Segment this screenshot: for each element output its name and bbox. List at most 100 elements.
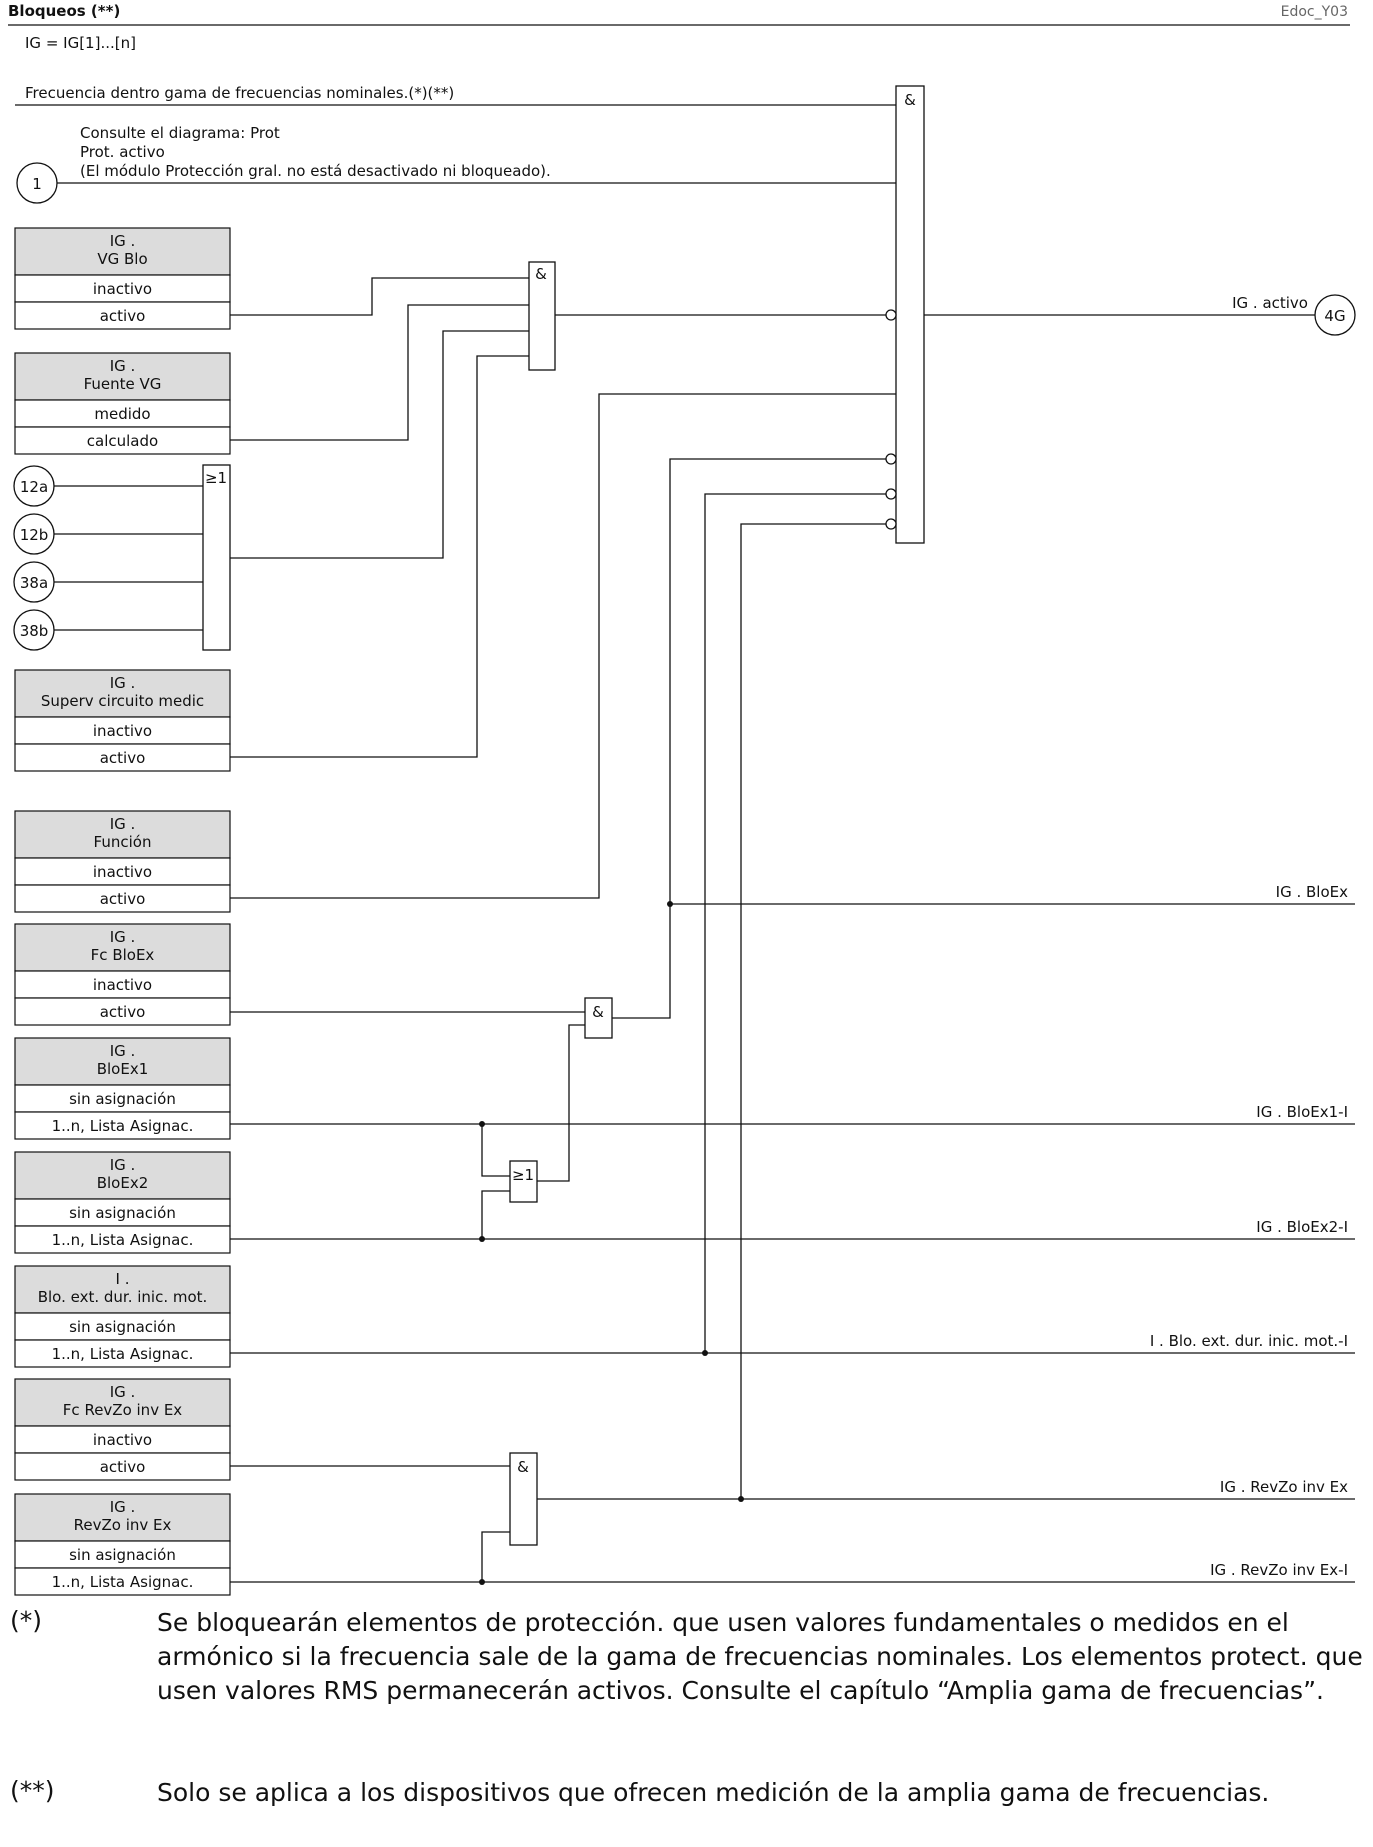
param-option-cell — [14, 274, 231, 303]
subtitle: IG = IG[1]...[n] — [25, 34, 136, 52]
output-ig-revzo: IG . RevZo inv Ex — [1220, 1478, 1348, 1496]
param-box-header — [14, 923, 231, 972]
and-gate-1-symbol: & — [535, 265, 547, 283]
param-option-label: inactivo — [93, 863, 152, 881]
param-option-label: activo — [100, 749, 146, 767]
junction-dot — [479, 1236, 485, 1242]
param-option-cell — [14, 1567, 231, 1596]
main-and-symbol: & — [904, 91, 916, 109]
param-option-cell — [14, 1198, 231, 1227]
param-option-label: inactivo — [93, 280, 152, 298]
output-ig-activo: IG . activo — [1232, 294, 1308, 312]
param-box-title: Superv circuito medic — [41, 692, 204, 710]
param-box-title: Fuente VG — [84, 375, 162, 393]
connector-1-label: 1 — [32, 175, 42, 193]
param-box-group: IG . — [110, 1498, 136, 1516]
negation-bubble — [885, 309, 897, 321]
main-and-gate — [895, 85, 925, 544]
param-option-label: activo — [100, 1003, 146, 1021]
and-gate-3-symbol: & — [517, 1458, 529, 1476]
output-ig-bloex: IG . BloEx — [1276, 883, 1348, 901]
junction-dot — [667, 901, 673, 907]
param-option-label: inactivo — [93, 722, 152, 740]
param-box-group: IG . — [110, 1383, 136, 1401]
junction-dot — [738, 1496, 744, 1502]
param-option-label: medido — [94, 405, 150, 423]
param-option-cell — [14, 716, 231, 745]
param-box-title: RevZo inv Ex — [74, 1516, 172, 1534]
param-option-label: activo — [100, 1458, 146, 1476]
and-gate-3 — [509, 1452, 538, 1546]
param-box-header — [14, 669, 231, 718]
or-gate-1-symbol: ≥1 — [205, 469, 227, 487]
param-box-title: Blo. ext. dur. inic. mot. — [38, 1288, 208, 1306]
param-box-title: BloEx2 — [97, 1174, 149, 1192]
param-option-cell — [14, 884, 231, 913]
footnote-2-mark: (**) — [10, 1776, 55, 1805]
footnote-1-text: Se bloquearán elementos de protección. q… — [157, 1608, 1363, 1705]
param-box-group: IG . — [110, 1156, 136, 1174]
and-gate-1 — [528, 261, 556, 371]
param-option-label: sin asignación — [69, 1204, 176, 1222]
junction-dot — [702, 1350, 708, 1356]
footnote-1-mark: (*) — [10, 1606, 43, 1635]
or-gate-2 — [509, 1160, 538, 1203]
diagram-title: Bloqueos (**) — [8, 2, 120, 20]
param-box-header — [14, 1378, 231, 1427]
or-gate-1 — [202, 464, 231, 651]
param-box-header — [14, 1265, 231, 1314]
param-option-label: 1..n, Lista Asignac. — [52, 1117, 194, 1135]
negation-bubble — [885, 453, 897, 465]
output-ig-bloex2-i: IG . BloEx2-I — [1256, 1218, 1348, 1236]
param-box-group: IG . — [110, 928, 136, 946]
param-option-label: activo — [100, 307, 146, 325]
param-option-label: inactivo — [93, 976, 152, 994]
output-ig-bloex1-i: IG . BloEx1-I — [1256, 1103, 1348, 1121]
and-gate-2 — [584, 997, 613, 1039]
junction-dot — [479, 1121, 485, 1127]
or-gate-2-symbol: ≥1 — [512, 1166, 534, 1184]
param-box-title: Fc RevZo inv Ex — [63, 1401, 183, 1419]
param-option-label: inactivo — [93, 1431, 152, 1449]
junction-dot — [479, 1579, 485, 1585]
param-box-title: BloEx1 — [97, 1060, 149, 1078]
param-option-cell — [14, 1312, 231, 1341]
param-option-cell — [14, 1084, 231, 1113]
param-box-header — [14, 1493, 231, 1542]
param-box-group: IG . — [110, 1042, 136, 1060]
prot-label-3: (El módulo Protección gral. no está desa… — [80, 162, 551, 180]
param-option-label: calculado — [87, 432, 158, 450]
param-box-group: I . — [116, 1270, 130, 1288]
connector-12b-label: 12b — [20, 526, 49, 544]
param-box-group: IG . — [110, 357, 136, 375]
negation-bubble — [885, 488, 897, 500]
param-option-cell — [14, 399, 231, 428]
param-option-cell — [14, 1425, 231, 1454]
output-ig-revzo-i: IG . RevZo inv Ex-I — [1210, 1561, 1348, 1579]
param-option-label: sin asignación — [69, 1090, 176, 1108]
wires — [54, 277, 1355, 1583]
param-option-label: 1..n, Lista Asignac. — [52, 1345, 194, 1363]
footnote-2-text: Solo se aplica a los dispositivos que of… — [157, 1778, 1270, 1807]
connector-4g-label: 4G — [1324, 307, 1345, 325]
prot-label-2: Prot. activo — [80, 143, 165, 161]
param-option-label: activo — [100, 890, 146, 908]
param-box-title: Fc BloEx — [91, 946, 155, 964]
freq-input-label: Frecuencia dentro gama de frecuencias no… — [25, 84, 454, 102]
connector-38b-label: 38b — [20, 622, 49, 640]
param-box-title: Función — [94, 833, 152, 851]
param-option-label: 1..n, Lista Asignac. — [52, 1231, 194, 1249]
negation-bubble — [885, 518, 897, 530]
param-option-label: sin asignación — [69, 1546, 176, 1564]
param-option-cell — [14, 426, 231, 455]
param-option-cell — [14, 743, 231, 772]
connector-4g — [1314, 294, 1356, 336]
param-option-label: sin asignación — [69, 1318, 176, 1336]
param-box-header — [14, 810, 231, 859]
output-blo-mot-i: I . Blo. ext. dur. inic. mot.-I — [1150, 1332, 1348, 1350]
param-option-cell — [14, 970, 231, 999]
param-box-header — [14, 352, 231, 401]
param-box-group: IG . — [110, 232, 136, 250]
param-box-header — [14, 1037, 231, 1086]
